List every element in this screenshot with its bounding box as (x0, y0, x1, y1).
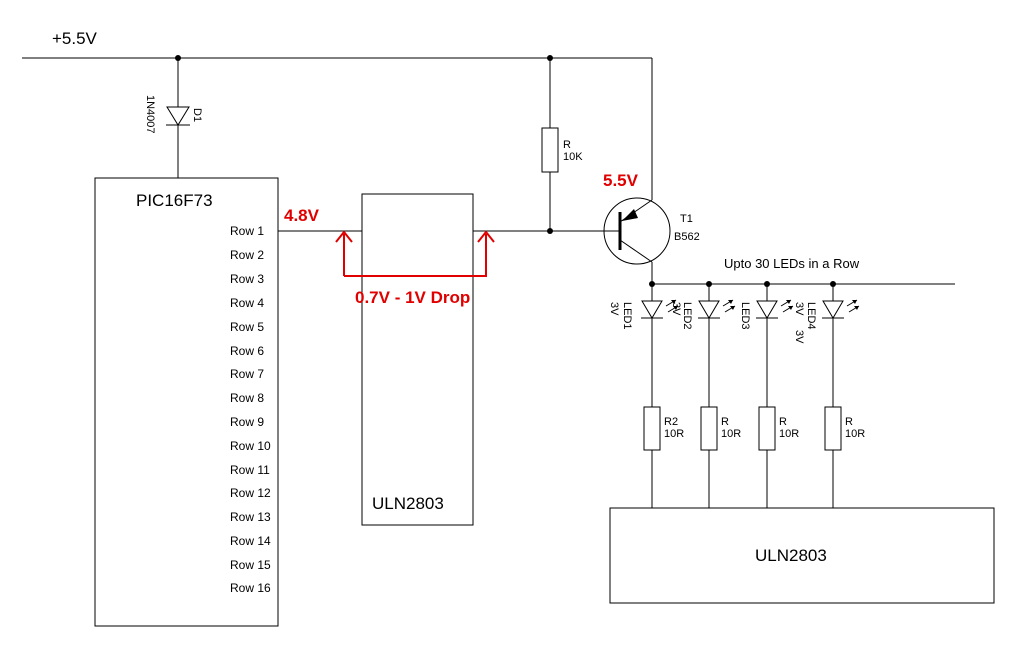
uln2803-right: ULN2803 (609, 507, 995, 604)
led-2-voltage: 3V (670, 302, 682, 316)
resistor-r2-name: R2 (664, 416, 678, 428)
pin-label: Row 7 (230, 367, 264, 381)
diode-d1: D1 1N4007 (144, 58, 203, 178)
pin-label: Row 15 (230, 558, 271, 572)
resistor-r-3-name: R (779, 416, 787, 428)
led-2-name: LED2 (681, 302, 693, 330)
resistor-r-4-name: R (845, 416, 853, 428)
uln-right-name: ULN2803 (755, 546, 827, 565)
resistor-r-3: R 10R (758, 406, 799, 508)
pin-label: Row 12 (230, 486, 271, 500)
pin-label: Row 5 (230, 320, 264, 334)
resistor-10k-name: R (563, 139, 571, 151)
led-1-voltage: 3V (608, 302, 620, 316)
pin-label: Row 3 (230, 272, 264, 286)
pin-label: Row 10 (230, 439, 271, 453)
pin-label: Row 11 (230, 463, 270, 477)
led-4-voltage: 3V (793, 330, 805, 344)
transistor-t1: T1 B562 (603, 197, 700, 284)
diode-name: D1 (191, 108, 203, 122)
led-1: LED1 3V (608, 284, 679, 407)
resistor-r-3-value: 10R (779, 428, 799, 440)
led-2: LED2 3V (670, 284, 736, 407)
resistor-r-2-name: R (721, 416, 729, 428)
pin-label: Row 1 (230, 224, 264, 238)
led-3: LED3 3V (739, 284, 805, 407)
resistor-10k-value: 10K (563, 151, 583, 163)
pin-label: Row 14 (230, 534, 271, 548)
led-3-voltage: 3V (793, 302, 805, 316)
led-4: LED4 3V (793, 284, 860, 407)
resistor-r2: R2 10R (643, 406, 684, 508)
pin-label: Row 6 (230, 344, 264, 358)
supply-label: +5.5V (52, 29, 98, 48)
resistor-r-4: R 10R (824, 406, 865, 508)
resistor-r2-value: 10R (664, 428, 684, 440)
pin-label: Row 9 (230, 415, 264, 429)
diode-part: 1N4007 (144, 95, 156, 134)
transistor-name: T1 (680, 213, 693, 225)
voltage-out-label: 5.5V (603, 171, 639, 190)
pin-label: Row 4 (230, 296, 264, 310)
pic-name: PIC16F73 (136, 191, 213, 210)
resistor-r-4-value: 10R (845, 428, 865, 440)
voltage-in-label: 4.8V (284, 206, 320, 225)
drop-annotation (335, 230, 495, 277)
resistor-r-2-value: 10R (721, 428, 741, 440)
uln-left-name: ULN2803 (372, 494, 444, 513)
uln2803-left: ULN2803 (361, 193, 474, 526)
voltage-drop-label: 0.7V - 1V Drop (355, 288, 470, 307)
pin-label: Row 8 (230, 391, 264, 405)
pin-label: Row 16 (230, 581, 271, 595)
transistor-part: B562 (674, 231, 700, 243)
led-3-name: LED3 (739, 302, 751, 330)
led-1-name: LED1 (621, 302, 633, 330)
pin-label: Row 2 (230, 248, 264, 262)
resistor-r-2: R 10R (700, 406, 741, 508)
row-label: Upto 30 LEDs in a Row (724, 256, 860, 271)
pic-pins: Row 1 Row 2 Row 3 Row 4 Row 5 Row 6 Row … (230, 224, 271, 595)
pic-chip: PIC16F73 Row 1 Row 2 Row 3 Row 4 Row 5 R… (94, 177, 279, 627)
pin-label: Row 13 (230, 510, 271, 524)
resistor-10k: R 10K (541, 58, 583, 231)
led-4-name: LED4 (805, 302, 817, 330)
